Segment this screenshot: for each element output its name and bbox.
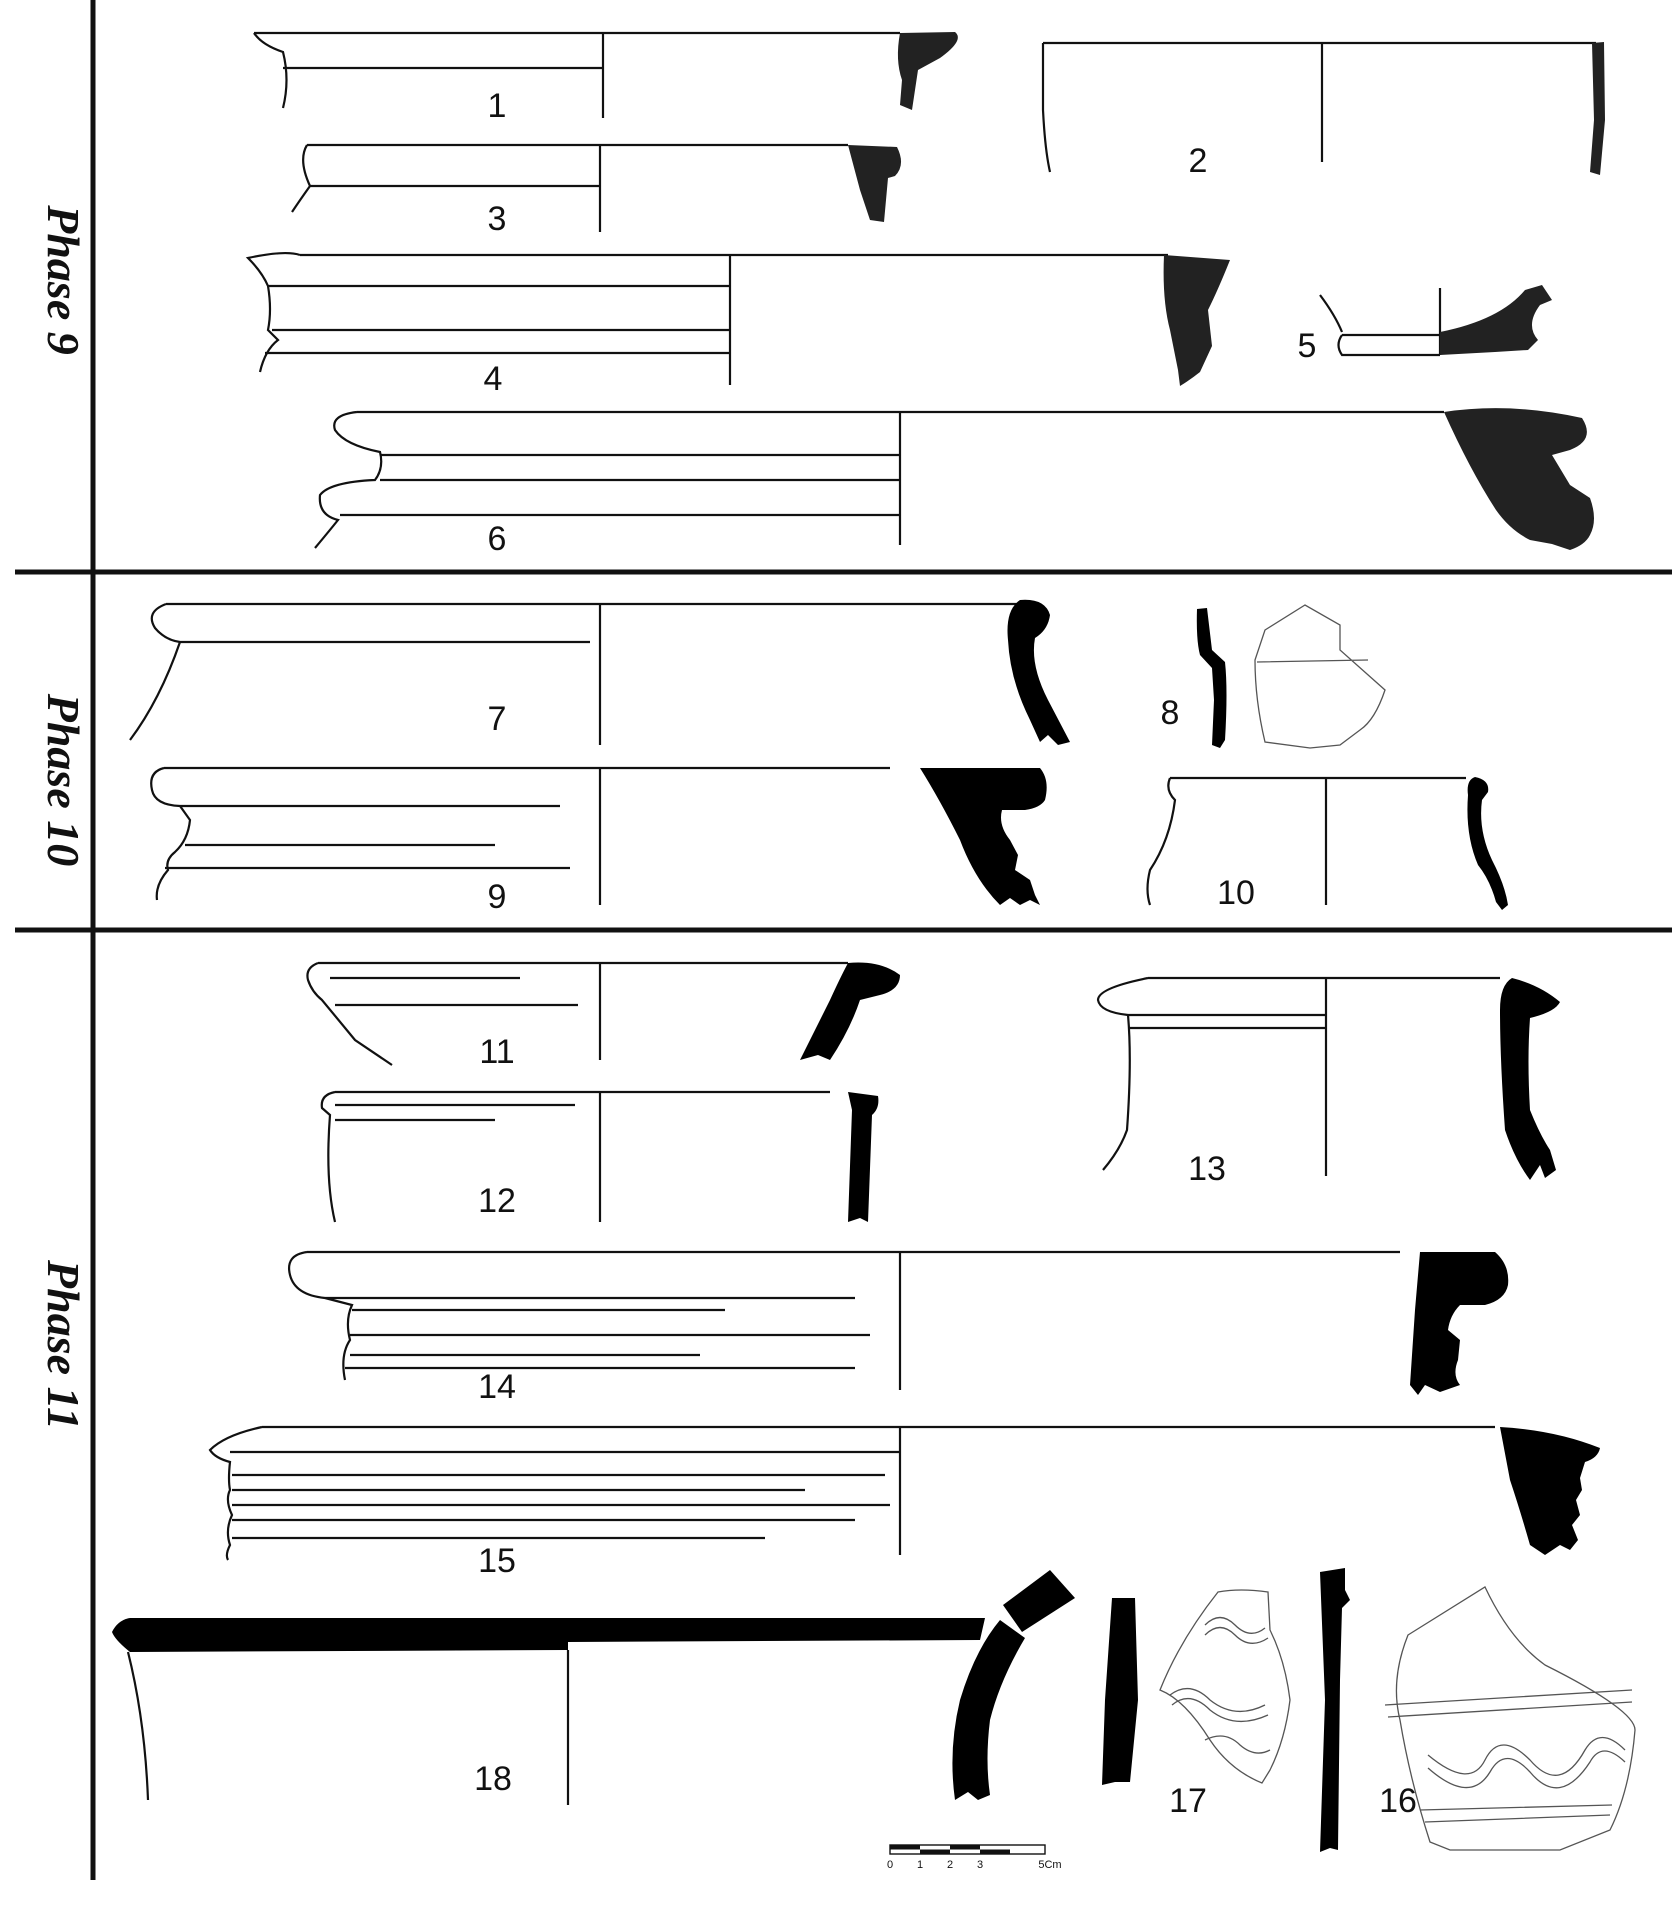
vessel-11-label: 11 [479,1033,514,1071]
vessel-10-label: 10 [1217,874,1255,912]
vessel-18-label: 18 [474,1760,512,1798]
vessel-14-label: 14 [478,1368,516,1406]
vessel-3-drawing: 3 [291,143,902,238]
vessel-6-label: 6 [488,520,507,558]
vessel-1-label: 1 [488,87,507,125]
phase-9-label: Phase 9 [38,204,89,355]
vessel-5-label: 5 [1298,327,1317,365]
vessel-14-drawing: 14 [288,1250,1509,1406]
scale-tick-1: 1 [917,1859,923,1871]
vessel-9-drawing: 9 [150,766,1047,916]
phase-10-label: Phase 10 [38,693,89,867]
vessel-2-drawing: 2 [1041,41,1605,180]
vessel-6-drawing: 6 [314,408,1594,558]
vessel-1-drawing: 1 [253,31,958,125]
vessel-11-drawing: 11 [306,961,900,1071]
scale-tick-2: 2 [947,1859,953,1871]
vessel-10-drawing: 10 [1146,776,1508,912]
vessel-13-drawing: 13 [1096,976,1560,1188]
vessel-7-label: 7 [488,700,507,738]
vessel-3-label: 3 [488,200,507,238]
vessel-7-drawing: 7 [129,599,1070,745]
vessel-8-label: 8 [1161,694,1180,732]
vessel-16-drawing: 16 [1320,1568,1636,1852]
vessel-4-label: 4 [484,360,503,398]
vessel-17-label: 17 [1169,1782,1207,1820]
scale-end-label: 5Cm [1038,1859,1061,1871]
vessel-17-drawing: 17 [1102,1589,1291,1820]
vessel-12-drawing: 12 [320,1090,879,1223]
scale-tick-3: 3 [977,1859,983,1871]
scale-bar: 0 1 2 3 5Cm [887,1844,1062,1871]
vessel-15-drawing: 15 [208,1425,1600,1580]
vessel-2-label: 2 [1189,142,1208,180]
phase-11-label: Phase 11 [38,1259,89,1430]
vessel-16-label: 16 [1379,1782,1417,1820]
vessel-9-label: 9 [488,878,507,916]
vessel-13-label: 13 [1188,1150,1226,1188]
vessel-18-drawing: 18 [112,1570,1075,1805]
scale-tick-0: 0 [887,1859,893,1871]
vessel-15-label: 15 [478,1542,516,1580]
vessel-5-drawing: 5 [1298,285,1552,365]
vessel-8-drawing: 8 [1161,604,1386,749]
vessel-12-label: 12 [478,1182,516,1220]
vessel-4-drawing: 4 [245,251,1230,398]
